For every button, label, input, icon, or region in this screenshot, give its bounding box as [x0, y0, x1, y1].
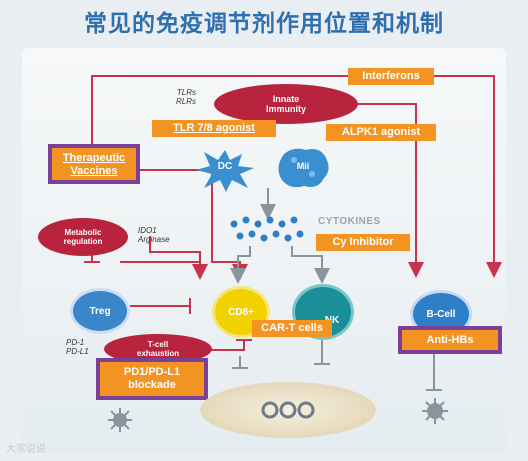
tlr78-agonist-label: TLR 7/8 agonist — [173, 122, 255, 134]
alpk1-agonist-label: ALPK1 agonist — [341, 126, 421, 138]
pd1-pdl1-label: PD-1 PD-L1 — [66, 338, 89, 357]
b-cell-label: B-Cell — [426, 308, 456, 320]
pd1-blockade-box: PD1/PD-L1 blockade — [96, 358, 208, 400]
virus-icon — [422, 398, 448, 424]
cy-inhibitor-label: Cy Inhibitor — [332, 236, 394, 248]
line-vaccines-cd8 — [120, 169, 248, 280]
metabolic-regulation-label: Metabolic regulation — [63, 227, 103, 246]
line-interferons-vaccines — [91, 75, 348, 146]
dc-label: DC — [217, 161, 233, 172]
virus-icon — [108, 408, 132, 432]
cytokine-dots-icon — [230, 216, 304, 242]
therapeutic-vaccines-label: Therapeutic Vaccines — [62, 152, 126, 177]
ido1-label: IDO1 Arginase — [138, 226, 170, 245]
treg-label: Treg — [89, 305, 111, 317]
tlr78-agonist-box: TLR 7/8 agonist — [152, 120, 276, 137]
line-cyto-cd8 — [230, 246, 251, 284]
line-interferons-bcell — [432, 75, 502, 278]
line-exhaustion-cd8 — [208, 340, 245, 351]
innate-immunity-node: Innate Immunity — [214, 84, 358, 124]
innate-immunity-label: Innate Immunity — [265, 93, 306, 114]
cytokines-label: CYTOKINES — [318, 216, 381, 227]
line-cyto-nk — [291, 246, 330, 284]
hepatocyte-icon — [200, 382, 376, 438]
mi-label: Mii — [296, 161, 310, 171]
anti-hbs-box: Anti-HBs — [398, 326, 502, 354]
metabolic-regulation-node: Metabolic regulation — [38, 218, 128, 256]
treg-cell: Treg — [70, 288, 130, 334]
cy-inhibitor-box: Cy Inhibitor — [316, 234, 410, 251]
interferons-label: Interferons — [362, 70, 420, 82]
tcell-exhaustion-label: T-cell exhaustion — [136, 339, 180, 358]
car-t-label: CAR-T cells — [261, 322, 323, 334]
dendritic-cell-icon: DC — [192, 144, 258, 194]
pd1-blockade-label: PD1/PD-L1 blockade — [123, 366, 181, 391]
line-innate-bcell — [355, 103, 424, 278]
therapeutic-vaccines-box: Therapeutic Vaccines — [48, 144, 140, 184]
cd8-label: CD8+ — [228, 306, 254, 318]
interferons-box: Interferons — [348, 68, 434, 85]
alpk1-agonist-box: ALPK1 agonist — [326, 124, 436, 141]
macrophage-icon: Mii — [274, 144, 332, 192]
anti-hbs-label: Anti-HBs — [426, 334, 474, 346]
tlrs-label: TLRs RLRs — [176, 88, 197, 107]
watermark: 大家说说 — [6, 444, 46, 455]
page-title: 常见的免疫调节剂作用位置和机制 — [84, 11, 444, 37]
car-t-box: CAR-T cells — [252, 320, 332, 337]
